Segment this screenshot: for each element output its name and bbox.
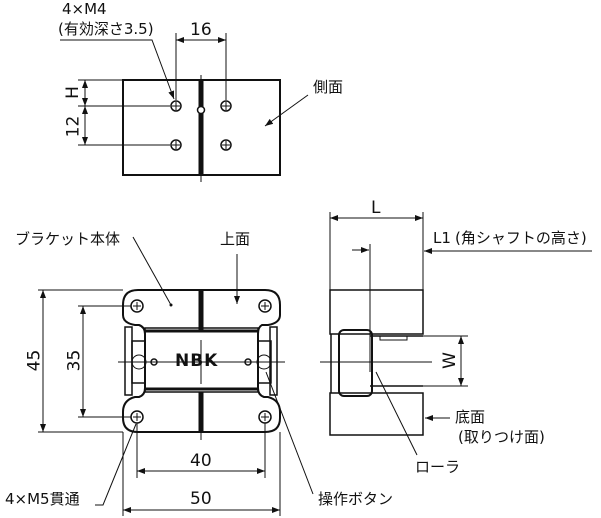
roller-label: ローラ xyxy=(415,458,461,476)
mounting-face-label: (取りつけ面) xyxy=(458,428,545,446)
right-view xyxy=(320,212,592,456)
top-face-label: 上面 xyxy=(220,230,251,248)
dim-45: 45 xyxy=(24,349,45,372)
dim-40: 40 xyxy=(190,451,212,471)
thread-label: 4×M4 xyxy=(62,0,107,18)
m5-hole-label: 4×M5貫通 xyxy=(5,490,80,508)
dim-h: H xyxy=(62,86,83,99)
l1-description: (角シャフトの高さ) xyxy=(455,229,587,247)
dim-16: 16 xyxy=(190,20,212,40)
operation-button-label: 操作ボタン xyxy=(318,490,394,508)
bottom-face-label: 底面 xyxy=(455,408,486,426)
m4-holes xyxy=(170,100,232,151)
bracket-body-label: ブラケット本体 xyxy=(15,230,121,248)
depth-label: (有効深さ3.5) xyxy=(58,20,154,38)
nbk-logo: NBK xyxy=(175,351,219,371)
dim-l1: L1 xyxy=(433,229,451,247)
dim-50: 50 xyxy=(190,489,212,509)
front-view xyxy=(38,236,314,516)
side-face-label: 側面 xyxy=(313,78,344,96)
side-view xyxy=(60,33,309,182)
dim-w: W xyxy=(439,352,460,369)
dim-12: 12 xyxy=(63,115,84,138)
dim-l: L xyxy=(371,198,381,218)
dim-35: 35 xyxy=(64,349,85,372)
